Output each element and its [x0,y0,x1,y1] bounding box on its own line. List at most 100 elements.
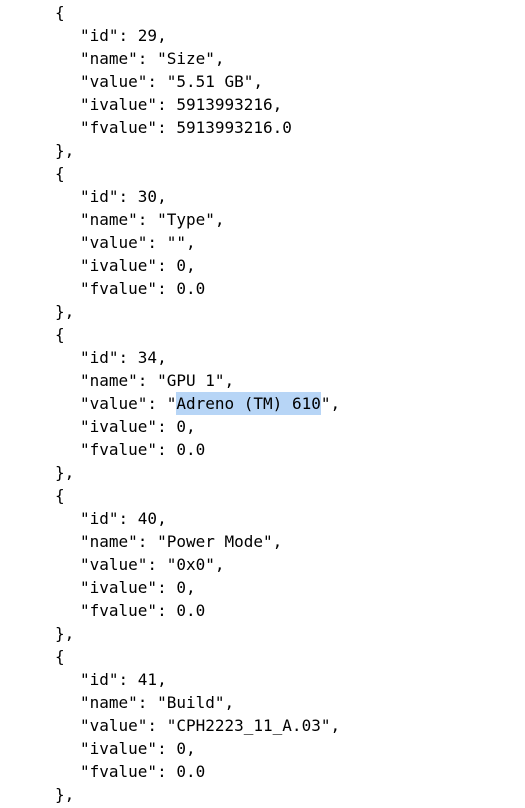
open-brace-token: { [55,325,65,344]
comma: , [157,187,167,206]
comma: , [214,555,225,574]
open-brace: { [55,162,65,185]
close-brace-token: }, [55,141,75,160]
ivalue-number: 0 [176,256,186,275]
id-line: "id": 40, [80,507,167,530]
fvalue-line: "fvalue": 0.0 [80,599,205,622]
key-name: "name": [80,532,158,551]
key-fvalue: "fvalue": [80,762,177,781]
key-fvalue: "fvalue": [80,118,177,137]
ivalue-number: 0 [176,739,186,758]
value-string: "" [166,233,186,252]
open-brace: { [55,484,65,507]
name-value: "Size" [157,49,215,68]
name-line: "name": "Size", [80,47,225,70]
open-brace: { [55,323,65,346]
key-id: "id": [80,187,138,206]
key-ivalue: "ivalue": [80,739,177,758]
comma: , [157,509,167,528]
ivalue-number: 0 [176,417,186,436]
comma: , [214,210,225,229]
comma: , [185,256,196,275]
value-line: "value": "", [80,231,196,254]
comma: , [157,348,167,367]
value-string: "5.51 GB" [166,72,254,91]
fvalue-line: "fvalue": 0.0 [80,277,205,300]
key-value: "value": [80,555,167,574]
key-fvalue: "fvalue": [80,279,177,298]
key-name: "name": [80,210,158,229]
value-line: "value": "0x0", [80,553,225,576]
key-id: "id": [80,26,138,45]
close-brace: }, [55,461,74,484]
comma: , [157,670,167,689]
comma: , [185,739,196,758]
id-value: 29 [137,26,158,45]
name-line: "name": "Build", [80,691,234,714]
close-brace: }, [55,139,74,162]
name-value: "Build" [157,693,225,712]
id-line: "id": 29, [80,24,167,47]
comma: , [224,371,235,390]
close-brace-token: }, [55,463,75,482]
fvalue-line: "fvalue": 0.0 [80,760,205,783]
comma: , [330,716,341,735]
close-brace-token: }, [55,785,75,804]
fvalue-number: 0.0 [176,601,206,620]
name-line: "name": "GPU 1", [80,369,234,392]
open-brace-token: { [55,3,65,22]
key-name: "name": [80,693,158,712]
comma: , [157,26,167,45]
open-brace: { [55,1,65,24]
comma: , [224,693,235,712]
open-brace-token: { [55,486,65,505]
fvalue-number: 0.0 [176,440,206,459]
fvalue-number: 5913993216.0 [176,118,292,137]
id-line: "id": 30, [80,185,167,208]
open-brace-token: { [55,647,65,666]
name-line: "name": "Type", [80,208,225,231]
selected-text-highlight[interactable]: Adreno (TM) 610 [176,392,321,415]
comma: , [185,417,196,436]
close-brace-token: }, [55,302,75,321]
name-line: "name": "Power Mode", [80,530,282,553]
close-brace-token: }, [55,624,75,643]
key-id: "id": [80,670,138,689]
value-line: "value": "CPH2223_11_A.03", [80,714,340,737]
value-close-quote: ", [320,394,341,413]
value-open-quote: " [166,394,177,413]
key-fvalue: "fvalue": [80,440,177,459]
key-value: "value": [80,233,167,252]
value-string: "0x0" [166,555,215,574]
id-value: 40 [137,509,158,528]
comma: , [185,233,196,252]
ivalue-line: "ivalue": 5913993216, [80,93,282,116]
id-value: 41 [137,670,158,689]
value-line: "value": "5.51 GB", [80,70,263,93]
key-ivalue: "ivalue": [80,578,177,597]
fvalue-number: 0.0 [176,279,206,298]
comma: , [185,578,196,597]
id-line: "id": 41, [80,668,167,691]
id-value: 34 [137,348,158,367]
ivalue-line: "ivalue": 0, [80,415,196,438]
id-value: 30 [137,187,158,206]
ivalue-number: 0 [176,578,186,597]
ivalue-line: "ivalue": 0, [80,254,196,277]
key-name: "name": [80,49,158,68]
name-value: "GPU 1" [157,371,225,390]
key-id: "id": [80,509,138,528]
key-value: "value": [80,716,167,735]
key-ivalue: "ivalue": [80,417,177,436]
comma: , [272,532,283,551]
key-name: "name": [80,371,158,390]
close-brace: }, [55,622,74,645]
key-id: "id": [80,348,138,367]
name-value: "Type" [157,210,215,229]
value-string: "CPH2223_11_A.03" [166,716,331,735]
open-brace: { [55,645,65,668]
ivalue-line: "ivalue": 0, [80,737,196,760]
key-value: "value": [80,72,167,91]
name-value: "Power Mode" [157,532,273,551]
